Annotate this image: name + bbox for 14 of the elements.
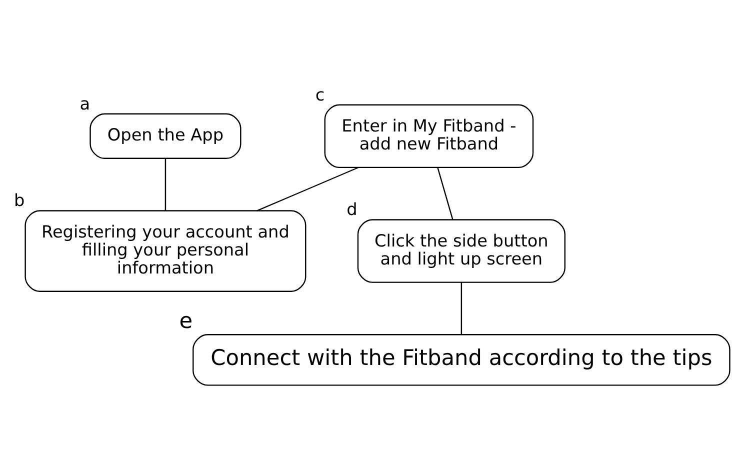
connector	[256, 166, 359, 212]
connector	[164, 158, 166, 211]
node-box: Enter in My Fitband - add new Fitband	[324, 104, 534, 168]
node-label: d	[346, 199, 358, 220]
node-label: c	[315, 84, 325, 104]
node-box: Connect with the Fitband according to the tips	[192, 334, 730, 386]
node-box: Registering your account and filling your personal information	[24, 210, 306, 292]
connector	[437, 167, 454, 220]
node-label: a	[80, 93, 90, 114]
node-box: Click the side button and light up screen	[357, 219, 566, 283]
node-box: Open the App	[90, 113, 242, 159]
node-label: b	[14, 190, 25, 210]
node-label: e	[179, 308, 193, 334]
connector	[460, 282, 462, 334]
